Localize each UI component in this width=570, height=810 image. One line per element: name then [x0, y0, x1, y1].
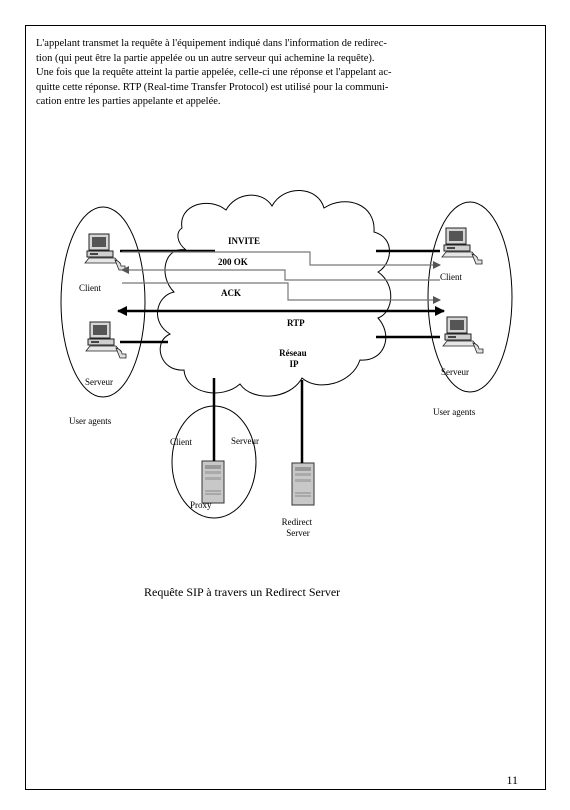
proxy-server-icon [201, 460, 225, 504]
right-group-label: User agents [433, 407, 476, 417]
proxy-label: Proxy [190, 500, 212, 510]
right-client-computer-icon [441, 227, 483, 265]
ack-arrow [122, 282, 441, 304]
redirect-server-label: Redirect Server [282, 517, 315, 538]
invite-arrow [122, 251, 441, 269]
paragraph-line: Une fois que la requête atteint la parti… [36, 67, 392, 78]
ip-network-cloud [157, 190, 392, 397]
left-server-label: Serveur [85, 377, 113, 387]
paragraph-line: cation entre les parties appelante et ap… [36, 96, 221, 107]
left-server-computer-icon [85, 321, 127, 359]
right-server-computer-icon [442, 316, 484, 354]
proxy-client-label: Client [170, 437, 192, 447]
ok-label: 200 OK [218, 257, 248, 267]
page-number: 11 [506, 773, 518, 787]
paragraph-line: quitte cette réponse. RTP (Real-time Tra… [36, 81, 389, 93]
right-server-label: Serveur [441, 367, 469, 377]
paragraph-line: L'appelant transmet la requête à l'équip… [36, 38, 387, 49]
left-user-agents-ellipse [60, 206, 146, 398]
right-client-label: Client [440, 272, 462, 282]
rtp-label: RTP [287, 318, 305, 328]
network-label: Réseau IP [279, 348, 309, 369]
proxy-server-label: Serveur [231, 436, 259, 446]
invite-label: INVITE [228, 236, 260, 246]
page-frame [25, 25, 546, 790]
paragraph-line: tion (qui peut être la partie appelée ou… [36, 52, 375, 64]
left-client-computer-icon [84, 233, 126, 271]
redirect-server-icon [291, 462, 315, 506]
left-group-label: User agents [69, 416, 112, 426]
left-client-label: Client [79, 283, 101, 293]
ack-label: ACK [221, 288, 241, 298]
ok-arrow [121, 266, 440, 281]
right-user-agents-ellipse [427, 201, 513, 393]
figure-caption: Requête SIP à travers un Redirect Server [144, 585, 341, 599]
intro-paragraph: L'appelant transmet la requête à l'équip… [36, 37, 466, 110]
